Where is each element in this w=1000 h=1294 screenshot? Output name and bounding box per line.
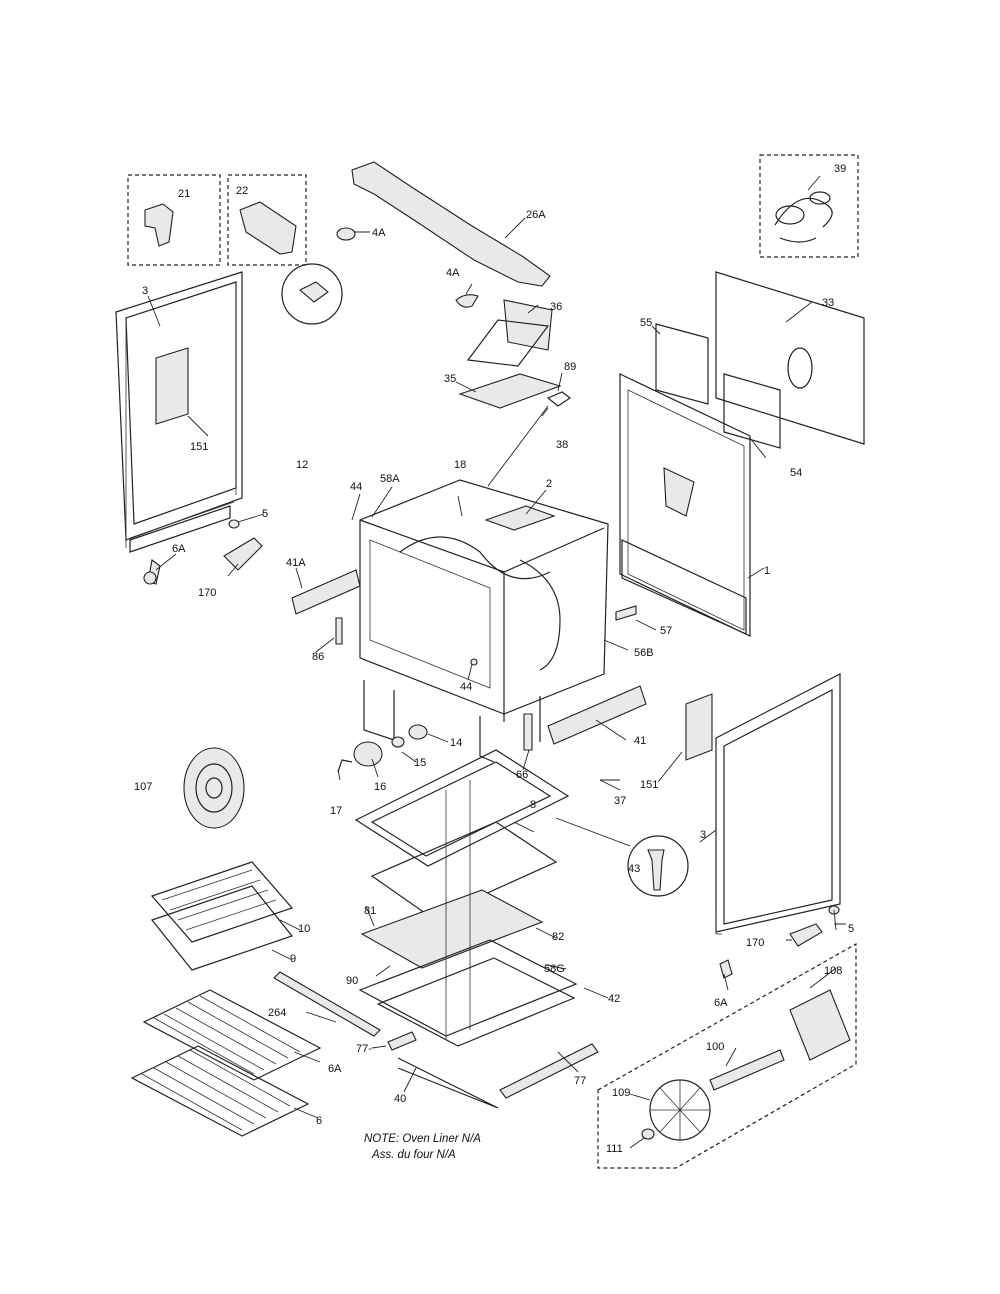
- label-9: 9: [290, 953, 296, 965]
- oven-liner-note: NOTE: Oven Liner N/A Ass. du four N/A: [364, 1133, 481, 1161]
- label-36: 36: [550, 301, 562, 313]
- convection-cover-107: [183, 747, 245, 829]
- label-55: 55: [640, 317, 652, 329]
- label-2: 2: [546, 478, 552, 490]
- convection-motor-inset: [597, 942, 857, 1169]
- label-66: 66: [516, 769, 528, 781]
- label-3-left: 3: [142, 285, 148, 297]
- broil-pan: [150, 861, 294, 971]
- oven-rack-6A: [142, 989, 322, 1081]
- label-6: 6: [316, 1115, 322, 1127]
- label-81: 81: [364, 905, 376, 917]
- label-37: 37: [614, 795, 626, 807]
- label-22: 22: [236, 185, 248, 197]
- label-3-right: 3: [700, 829, 706, 841]
- bottom-element-frame: [354, 749, 578, 1047]
- label-1: 1: [764, 565, 770, 577]
- label-33: 33: [822, 297, 834, 309]
- label-58G: 58G: [544, 963, 565, 975]
- label-77-right: 77: [574, 1075, 586, 1087]
- inset-part-39: [759, 154, 859, 258]
- oven-cavity: [359, 479, 609, 763]
- label-44-top: 44: [350, 481, 362, 493]
- label-8: 8: [530, 799, 536, 811]
- light-socket-inset: [281, 263, 343, 325]
- label-5-right: 5: [848, 923, 854, 935]
- label-6A-rack: 6A: [328, 1063, 342, 1075]
- label-35: 35: [444, 373, 456, 385]
- label-6A-right: 6A: [714, 997, 728, 1009]
- rail-41A: [291, 569, 361, 615]
- side-panel-right: [685, 673, 841, 935]
- label-100: 100: [706, 1041, 724, 1053]
- small-parts-86-57-66: [335, 605, 637, 751]
- label-86: 86: [312, 651, 324, 663]
- label-40: 40: [394, 1093, 406, 1105]
- label-170-left: 170: [198, 587, 216, 599]
- label-26A: 26A: [526, 209, 546, 221]
- label-111: 111: [606, 1143, 623, 1155]
- label-89: 89: [564, 361, 576, 373]
- label-56B: 56B: [634, 647, 654, 659]
- label-18: 18: [454, 459, 466, 471]
- label-15: 15: [414, 757, 426, 769]
- label-14: 14: [450, 737, 462, 749]
- label-82: 82: [552, 931, 564, 943]
- oven-rack-6: [130, 1045, 310, 1137]
- label-77-left: 77-: [356, 1043, 372, 1055]
- rail-41: [547, 685, 647, 745]
- side-panel-left: [115, 271, 243, 553]
- label-43: 43: [628, 863, 640, 875]
- label-6A-left: 6A: [172, 543, 186, 555]
- burner-box-duct: [458, 299, 572, 487]
- label-21: 21: [178, 188, 190, 200]
- label-16: 16: [374, 781, 386, 793]
- note-line-1: NOTE: Oven Liner N/A: [364, 1133, 481, 1145]
- back-panel-33: [715, 271, 865, 445]
- label-4A-mid: 4A: [446, 267, 460, 279]
- label-58A: 58A: [380, 473, 400, 485]
- label-57: 57: [660, 625, 672, 637]
- label-54: 54: [790, 467, 802, 479]
- label-4A-top: 4A: [372, 227, 386, 239]
- label-38: 38: [556, 439, 568, 451]
- label-264: 264: [268, 1007, 286, 1019]
- label-90: 90: [346, 975, 358, 987]
- label-17: 17: [330, 805, 342, 817]
- label-42: 42: [608, 993, 620, 1005]
- label-151-left: 151: [190, 441, 208, 453]
- back-panel-1: [619, 373, 751, 637]
- inset-part-21: [127, 174, 221, 266]
- panel-54: [723, 373, 781, 449]
- label-108-top: 108: [824, 965, 842, 977]
- rails-77: [387, 1031, 599, 1109]
- label-41A: 41A: [286, 557, 306, 569]
- label-170-right: 170: [746, 937, 764, 949]
- label-107: 107: [134, 781, 152, 793]
- hinge-parts-right: [600, 779, 840, 979]
- part-labels: 21 22 26A 4A 4A 39 3 151 36 33 55 35 89 …: [134, 163, 854, 1155]
- label-10: 10: [298, 923, 310, 935]
- leader-lines: [147, 175, 846, 1149]
- strip-264: [273, 971, 381, 1037]
- label-44-mid: 44: [460, 681, 472, 693]
- inset-part-22: [227, 174, 307, 266]
- hinge-parts-left: [143, 519, 263, 585]
- label-109: 109: [612, 1087, 630, 1099]
- label-41: 41: [634, 735, 646, 747]
- light-parts: [337, 724, 428, 773]
- label-5-left: 5: [262, 508, 268, 520]
- bracket-26A: [336, 161, 551, 308]
- label-39: 39: [834, 163, 846, 175]
- label-151-right: 151: [640, 779, 658, 791]
- note-line-2: Ass. du four N/A: [371, 1149, 456, 1161]
- screw-inset-43: [555, 817, 689, 897]
- panel-55: [655, 323, 709, 405]
- label-12: 12: [296, 459, 308, 471]
